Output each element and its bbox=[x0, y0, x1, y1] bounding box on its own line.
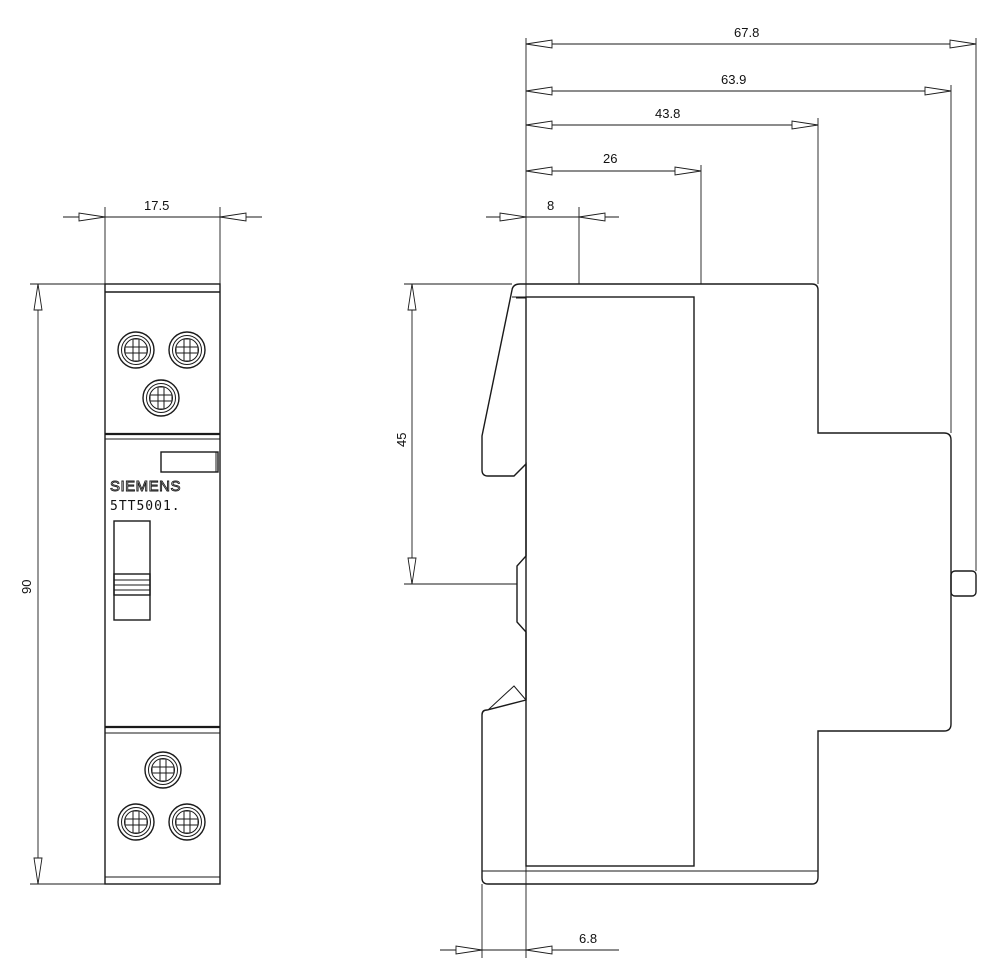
dim-label: 6.8 bbox=[579, 931, 597, 946]
terminal-screw-icon bbox=[168, 803, 206, 841]
dimension-height: 90 bbox=[19, 283, 105, 885]
switch-slot bbox=[113, 520, 151, 621]
terminal-screw-icon bbox=[142, 379, 180, 417]
dim-label: 43.8 bbox=[655, 106, 680, 121]
dim-label: 26 bbox=[603, 151, 617, 166]
dimension-45: 45 bbox=[394, 283, 517, 585]
front-body-outline bbox=[104, 283, 221, 885]
latch-top bbox=[516, 297, 527, 464]
height-label: 90 bbox=[19, 580, 34, 594]
side-housing-outline bbox=[481, 283, 952, 885]
terminal-screw-icon bbox=[168, 331, 206, 369]
dimension-8: 8 bbox=[486, 198, 619, 222]
dimension-width: 17.5 bbox=[63, 198, 262, 284]
dimension-26: 26 bbox=[525, 151, 702, 176]
terminal-screw-icon bbox=[117, 803, 155, 841]
height-label: 45 bbox=[394, 433, 409, 447]
dimension-6-8: 6.8 bbox=[440, 931, 619, 955]
model-label: 5TT5001. bbox=[110, 499, 181, 514]
dimension-63-9: 63.9 bbox=[525, 72, 952, 96]
side-view: 67.8 63.9 43.8 26 8 bbox=[394, 25, 977, 958]
terminal-screw-icon bbox=[144, 751, 182, 789]
dim-label: 8 bbox=[547, 198, 554, 213]
dim-label: 67.8 bbox=[734, 25, 759, 40]
rail-clip-knob bbox=[950, 570, 977, 597]
terminal-screw-icon bbox=[117, 331, 155, 369]
front-plate bbox=[525, 296, 695, 867]
dimension-43-8: 43.8 bbox=[525, 106, 819, 130]
dimension-67-8: 67.8 bbox=[525, 25, 977, 49]
brand-label: SIEMENS bbox=[110, 478, 181, 495]
front-view: SIEMENS 5TT5001. 17.5 90 bbox=[19, 198, 262, 885]
label-window bbox=[160, 451, 219, 473]
dim-label: 63.9 bbox=[721, 72, 746, 87]
width-label: 17.5 bbox=[144, 198, 169, 213]
latch-bottom bbox=[487, 685, 527, 711]
